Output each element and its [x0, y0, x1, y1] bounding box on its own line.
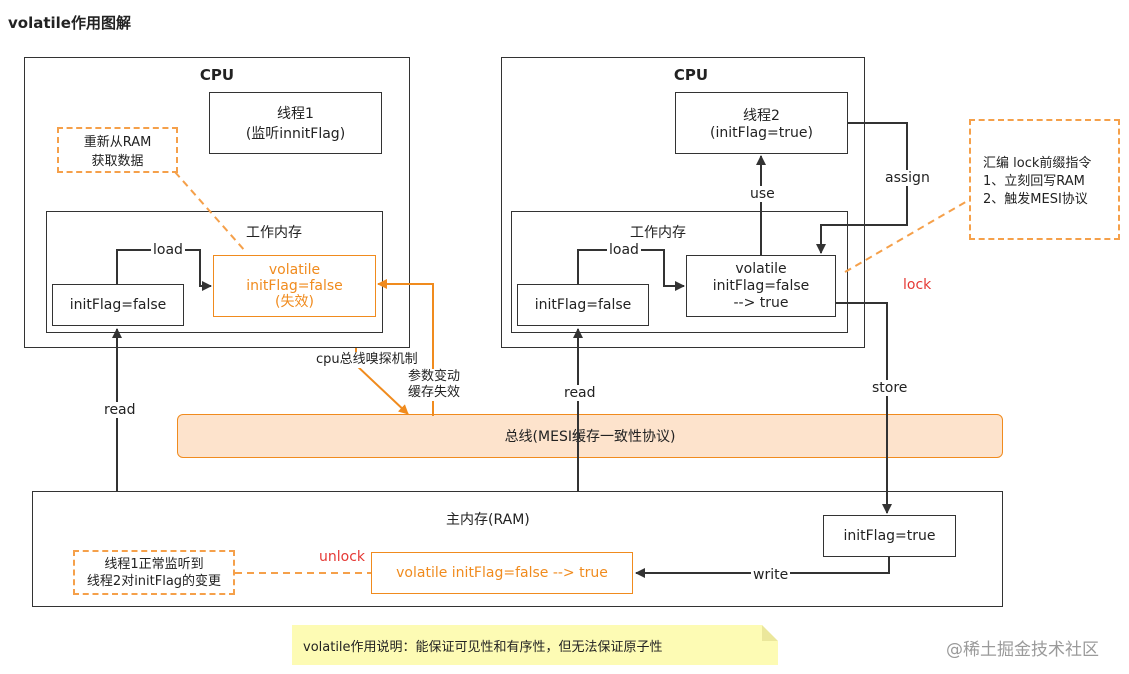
ram-volatile-change: volatile initFlag=false --> true: [371, 552, 633, 594]
right-work-memory-title: 工作内存: [630, 225, 686, 241]
right-load-label: load: [607, 242, 641, 258]
left-load-arrow: [116, 249, 212, 291]
asm-lock-note: 汇编 lock前缀指令 1、立刻回写RAM 2、触发MESI协议: [969, 119, 1120, 240]
right-thread-name: 线程2: [743, 108, 780, 124]
summary-note-text: volatile作用说明：能保证可见性和有序性，但无法保证原子性: [303, 639, 663, 655]
reload-note-line1: 重新从RAM: [83, 135, 152, 150]
ram-init-true: initFlag=true: [823, 515, 956, 557]
left-local-var: initFlag=false: [52, 284, 184, 326]
lock-label: lock: [903, 277, 932, 293]
write-arrow: [635, 557, 890, 578]
watermark: @稀土掘金技术社区: [946, 640, 1099, 660]
left-read-label: read: [102, 402, 138, 418]
param-change-line1: 参数变动: [408, 369, 461, 384]
left-load-label: load: [151, 242, 185, 258]
main-memory-title: 主内存(RAM): [446, 512, 530, 528]
reload-note: 重新从RAM 获取数据: [57, 127, 178, 173]
listen-note-line1: 线程1正常监听到: [104, 556, 204, 572]
bus-label: 总线(MESI缓存一致性协议): [504, 429, 676, 445]
listen-note-line2: 线程2对initFlag的变更: [86, 573, 222, 589]
right-read-label: read: [562, 385, 598, 401]
reload-dashed-line: [174, 171, 247, 253]
store-arrow: [836, 302, 892, 514]
param-change-label: 参数变动 缓存失效: [408, 369, 461, 401]
right-volatile-box: volatile initFlag=false --> true: [686, 255, 836, 317]
bus-bar: 总线(MESI缓存一致性协议): [177, 414, 1003, 458]
assign-label: assign: [883, 170, 932, 186]
right-local-var: initFlag=false: [517, 284, 649, 326]
left-volatile-state: (失效): [275, 294, 314, 310]
right-volatile-change: --> true: [733, 294, 789, 311]
page-title: volatile作用图解: [8, 14, 131, 32]
left-volatile-box: volatile initFlag=false (失效): [213, 255, 376, 317]
asm-note-line1: 汇编 lock前缀指令: [983, 156, 1092, 171]
param-change-line2: 缓存失效: [408, 385, 461, 400]
left-thread-box: 线程1 (监听innitFlag): [209, 92, 382, 154]
left-volatile-value: initFlag=false: [246, 278, 343, 294]
asm-note-line2: 1、立刻回写RAM: [983, 174, 1085, 189]
right-cpu-title: CPU: [673, 66, 709, 84]
assign-arrow: [816, 122, 908, 254]
listen-note: 线程1正常监听到 线程2对initFlag的变更: [73, 550, 235, 595]
store-label: store: [870, 380, 910, 396]
left-cpu-title: CPU: [199, 66, 235, 84]
left-volatile-keyword: volatile: [268, 262, 321, 278]
reload-note-line2: 获取数据: [91, 154, 144, 169]
right-volatile-value: initFlag=false: [712, 277, 810, 294]
right-thread-box: 线程2 (initFlag=true): [675, 92, 848, 154]
sniff-label: cpu总线嗅探机制: [314, 352, 420, 368]
write-label: write: [751, 567, 791, 583]
summary-note: volatile作用说明：能保证可见性和有序性，但无法保证原子性: [292, 625, 778, 665]
asm-note-line3: 2、触发MESI协议: [983, 192, 1088, 207]
left-work-memory-title: 工作内存: [246, 225, 302, 241]
unlock-label: unlock: [319, 549, 366, 565]
use-label: use: [748, 186, 777, 202]
summary-note-fold: [762, 625, 778, 641]
right-load-arrow: [577, 249, 685, 291]
right-volatile-keyword: volatile: [735, 260, 787, 277]
left-thread-name: 线程1: [277, 106, 314, 122]
left-thread-desc: (监听innitFlag): [245, 126, 346, 142]
right-thread-desc: (initFlag=true): [710, 125, 813, 141]
